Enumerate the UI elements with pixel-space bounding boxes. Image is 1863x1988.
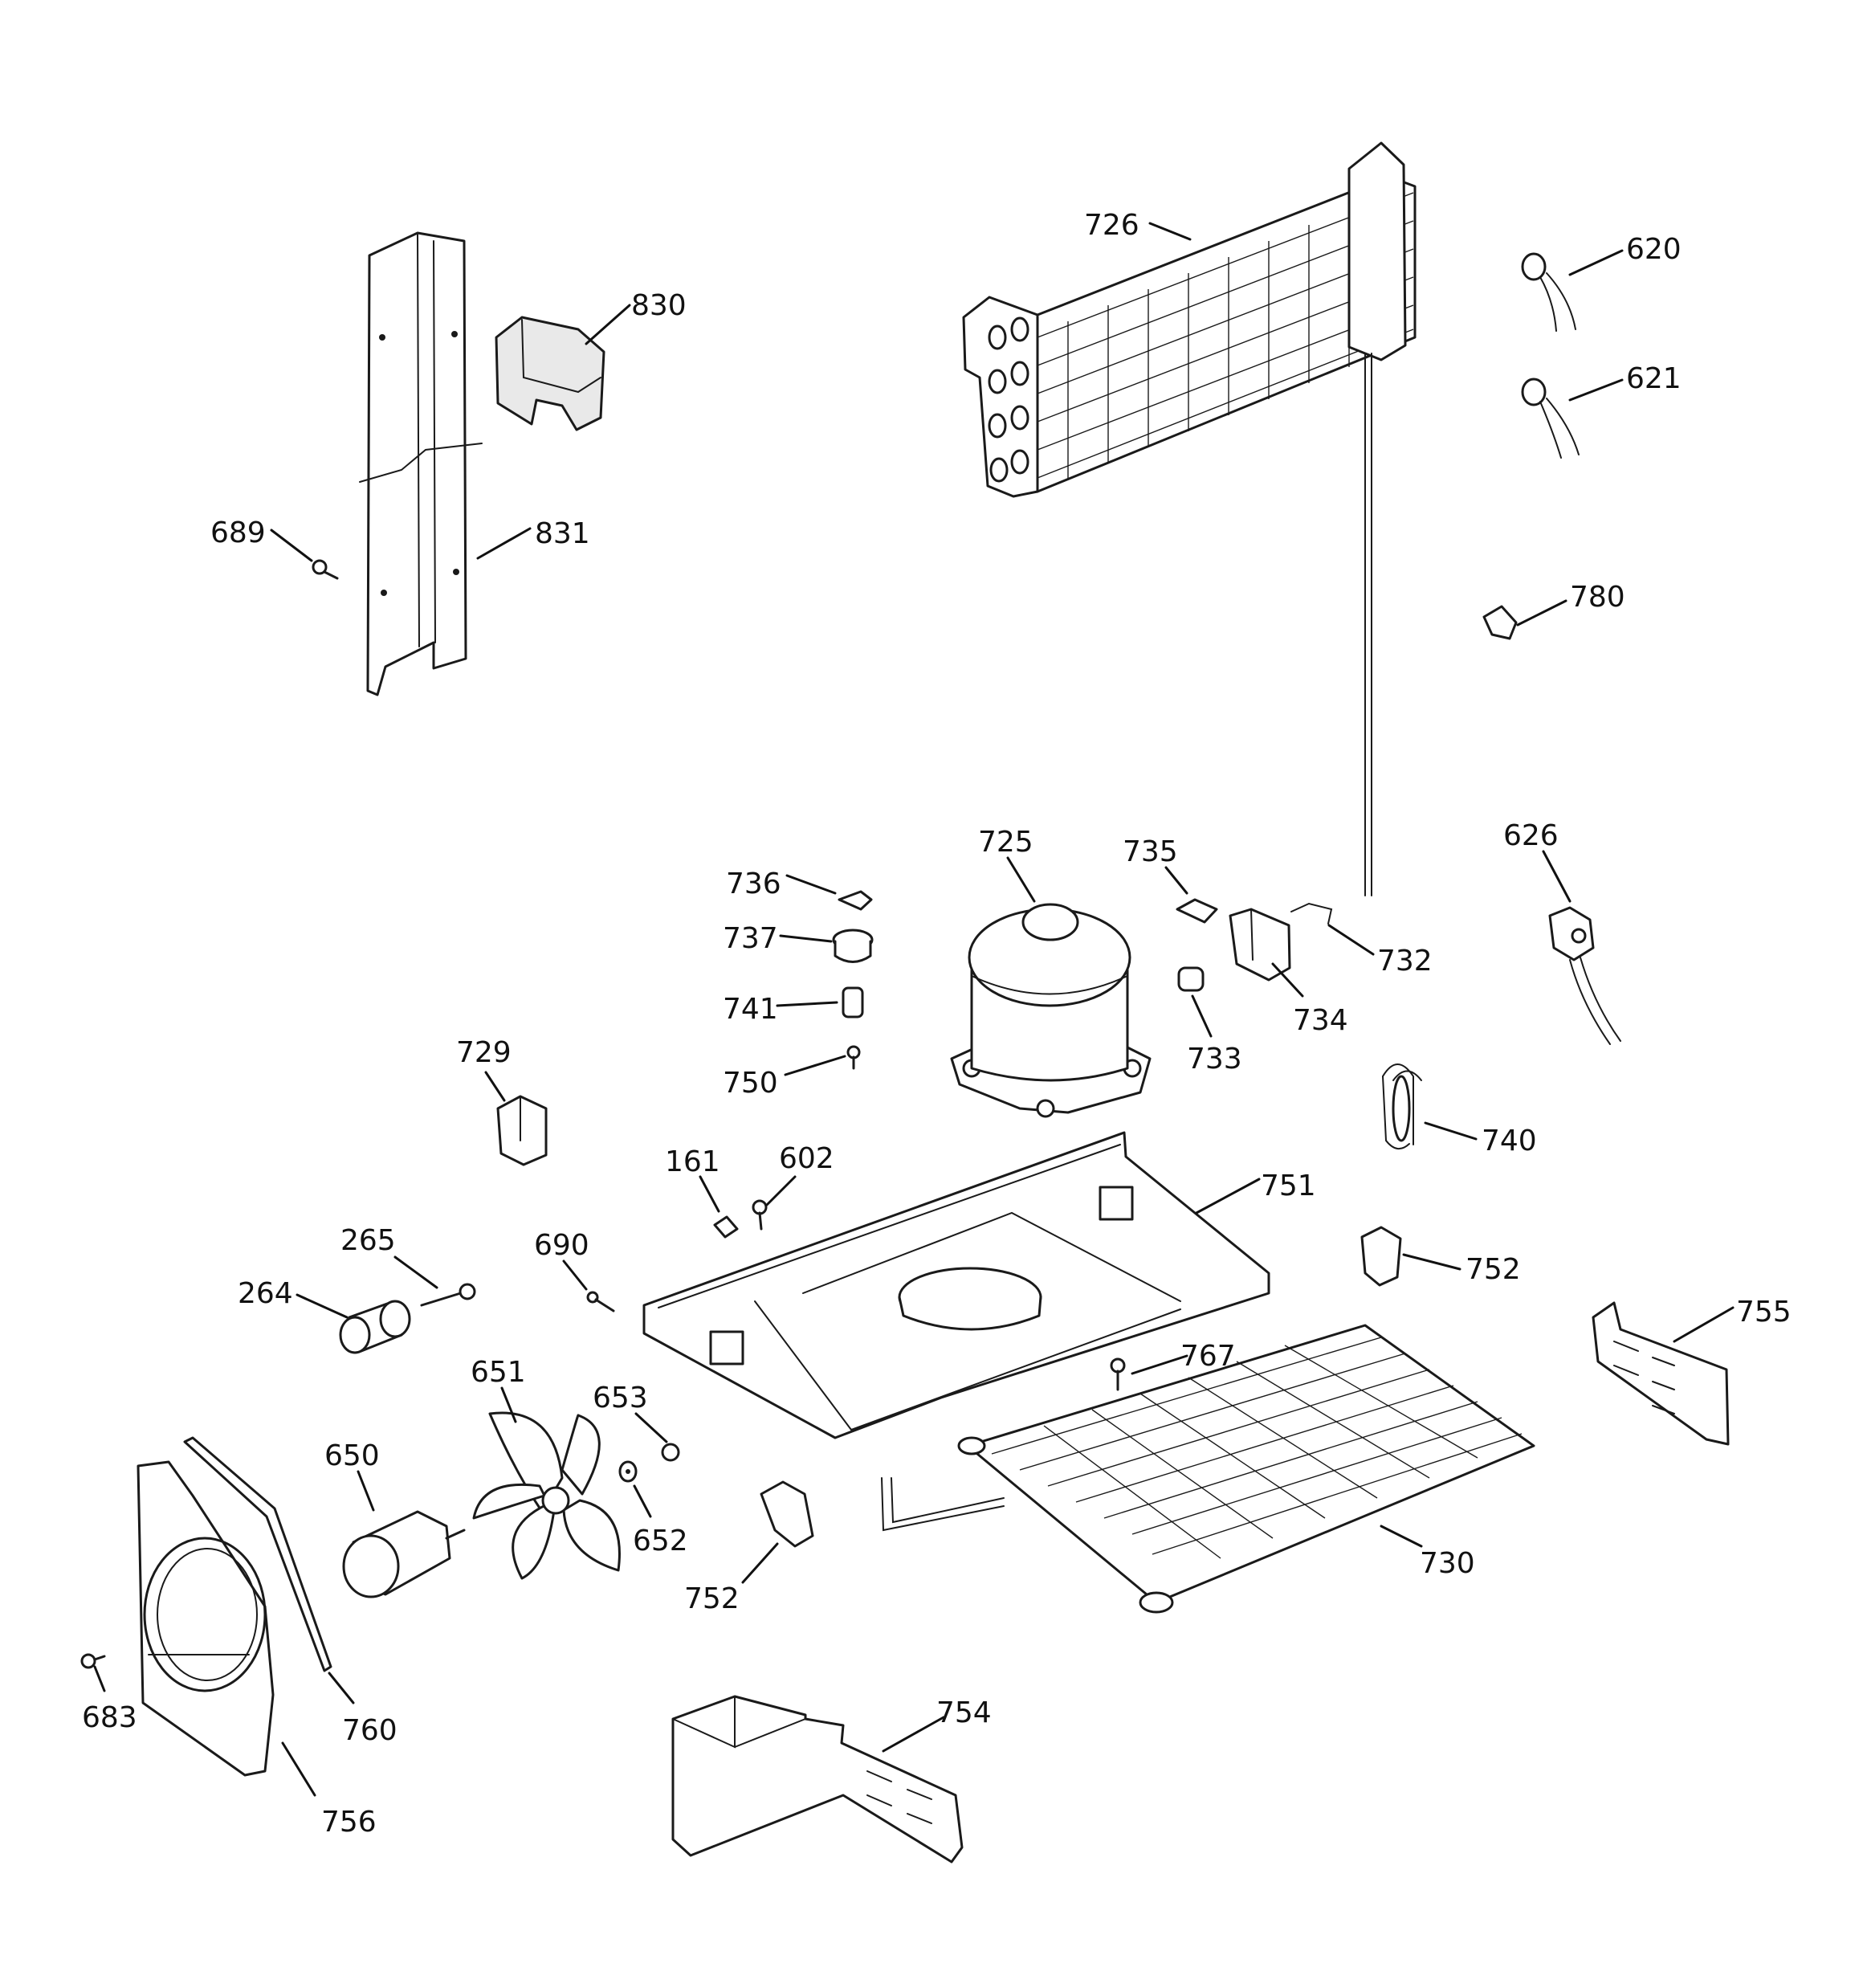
part-767-screw xyxy=(1110,1357,1126,1391)
part-652-washer xyxy=(618,1460,638,1483)
callout-730: 730 xyxy=(1420,1547,1475,1580)
callout-752-upper: 752 xyxy=(1466,1253,1521,1286)
callout-735: 735 xyxy=(1123,835,1178,868)
callout-752-lower: 752 xyxy=(684,1582,740,1615)
callout-831: 831 xyxy=(535,517,590,550)
part-621-wire-connector xyxy=(1521,378,1580,459)
callout-750: 750 xyxy=(723,1067,778,1100)
callout-264: 264 xyxy=(238,1277,293,1310)
callout-755: 755 xyxy=(1736,1296,1792,1329)
part-830-foam-block xyxy=(495,316,605,431)
part-741-sleeve xyxy=(842,986,864,1018)
callout-602: 602 xyxy=(779,1142,834,1175)
part-620-wire-connector xyxy=(1521,252,1576,332)
part-750-screw xyxy=(846,1045,861,1070)
callout-653: 653 xyxy=(593,1382,648,1414)
part-734-relay xyxy=(1229,908,1291,982)
part-740-hanger xyxy=(1382,1063,1422,1149)
callout-760: 760 xyxy=(342,1714,397,1747)
part-689-screw xyxy=(312,559,339,580)
callout-690: 690 xyxy=(534,1229,589,1262)
callout-734: 734 xyxy=(1293,1004,1348,1037)
callout-767: 767 xyxy=(1180,1340,1236,1373)
part-736-clip xyxy=(838,890,873,911)
callout-830: 830 xyxy=(631,289,687,322)
part-752-bracket-lower xyxy=(760,1480,814,1548)
part-780-clip xyxy=(1482,605,1518,640)
part-752-bracket-upper xyxy=(1360,1226,1402,1287)
callout-621: 621 xyxy=(1626,362,1682,395)
part-754-duct-bracket xyxy=(671,1695,964,1863)
part-756-fan-shroud xyxy=(137,1460,275,1777)
callout-620: 620 xyxy=(1626,233,1682,266)
part-760-gasket-strip xyxy=(183,1436,332,1672)
part-690-screw xyxy=(586,1291,615,1312)
part-732-wire-clip xyxy=(1290,902,1333,925)
callout-754: 754 xyxy=(936,1696,992,1729)
part-729-capacitor-holder xyxy=(496,1095,548,1166)
callout-626: 626 xyxy=(1503,819,1559,852)
part-651-fan-blade xyxy=(472,1411,621,1580)
part-265-bolt xyxy=(420,1283,476,1307)
callout-751: 751 xyxy=(1261,1170,1316,1202)
part-626-plug xyxy=(1548,906,1621,1045)
callout-265: 265 xyxy=(340,1224,396,1257)
callout-741: 741 xyxy=(723,993,778,1026)
part-735-cover-clip xyxy=(1176,898,1218,924)
callout-780: 780 xyxy=(1570,581,1625,614)
part-725-compressor xyxy=(950,903,1152,1118)
callout-733: 733 xyxy=(1187,1043,1242,1076)
callout-740: 740 xyxy=(1482,1125,1537,1157)
callout-729: 729 xyxy=(456,1036,512,1069)
callout-689: 689 xyxy=(210,516,266,549)
part-602-screw xyxy=(752,1199,768,1231)
part-683-screw xyxy=(80,1653,106,1669)
callout-650: 650 xyxy=(324,1439,380,1472)
part-650-fan-motor xyxy=(342,1510,466,1598)
callout-161: 161 xyxy=(665,1145,720,1178)
part-730-condenser xyxy=(881,1324,1535,1614)
callout-736: 736 xyxy=(726,867,781,900)
callout-726: 726 xyxy=(1084,209,1139,242)
callout-756: 756 xyxy=(321,1806,377,1839)
part-751-base-tray xyxy=(642,1131,1270,1439)
part-726-evaporator xyxy=(962,141,1417,896)
part-737-grommet xyxy=(832,929,874,963)
part-831-channel-bracket xyxy=(359,231,483,696)
part-755-side-bracket xyxy=(1592,1301,1730,1446)
callout-737: 737 xyxy=(723,922,778,955)
part-733-overload xyxy=(1177,966,1205,992)
callout-683: 683 xyxy=(82,1701,137,1734)
callout-732: 732 xyxy=(1377,945,1433,978)
callout-651: 651 xyxy=(471,1356,526,1389)
part-264-bushing xyxy=(339,1300,411,1354)
callout-652: 652 xyxy=(633,1525,688,1557)
callout-labels: 726 620 621 830 831 689 780 626 725 735 … xyxy=(82,209,1792,1839)
part-653-nut xyxy=(661,1443,680,1462)
part-161-clip xyxy=(713,1215,739,1239)
leader-lines xyxy=(93,222,1735,1797)
callout-725: 725 xyxy=(978,826,1033,859)
